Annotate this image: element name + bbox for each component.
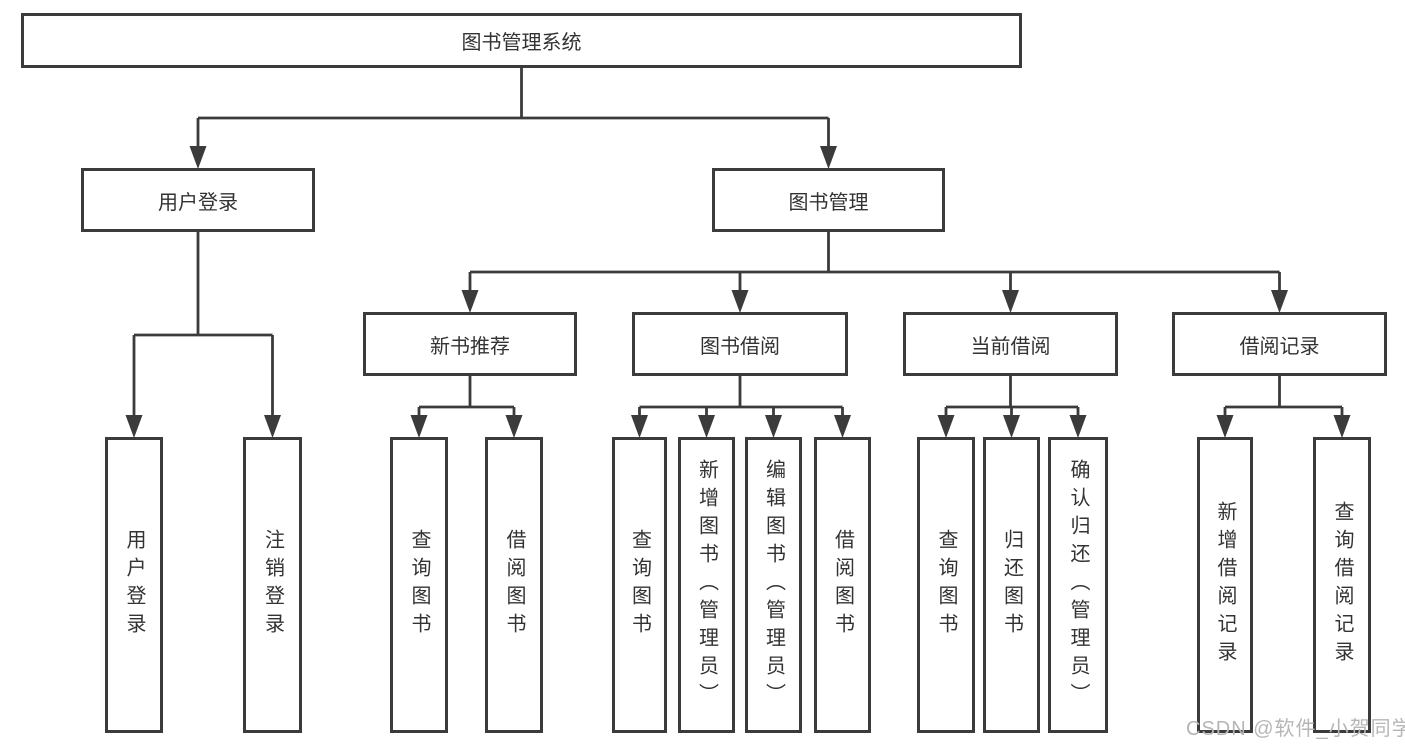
node-book-borrow: 图书借阅 bbox=[632, 312, 848, 376]
node-label-br-add: 新增借阅记录 bbox=[1214, 501, 1236, 669]
node-br-add: 新增借阅记录 bbox=[1197, 437, 1253, 733]
node-bb-edit: 编辑图书（管理员） bbox=[745, 437, 802, 733]
node-label-br-query: 查询借阅记录 bbox=[1331, 501, 1353, 669]
node-label-bb-edit: 编辑图书（管理员） bbox=[762, 459, 785, 711]
node-label-nb-query: 查询图书 bbox=[408, 529, 430, 641]
node-current-borrow: 当前借阅 bbox=[903, 312, 1118, 376]
node-label-book-borrow: 图书借阅 bbox=[700, 335, 780, 358]
node-user-login: 用户登录 bbox=[81, 168, 315, 232]
node-label-bb-add: 新增图书（管理员） bbox=[695, 459, 718, 711]
node-label-logout-op: 注销登录 bbox=[261, 529, 284, 641]
node-label-bb-borrow: 借阅图书 bbox=[831, 529, 854, 641]
node-bb-add: 新增图书（管理员） bbox=[678, 437, 735, 733]
node-cb-query: 查询图书 bbox=[917, 437, 975, 733]
node-book-mgmt: 图书管理 bbox=[712, 168, 945, 232]
node-label-cb-confirm: 确认归还（管理员） bbox=[1067, 459, 1089, 711]
node-bb-borrow: 借阅图书 bbox=[814, 437, 871, 733]
node-cb-return: 归还图书 bbox=[983, 437, 1040, 733]
node-label-nb-borrow: 借阅图书 bbox=[503, 529, 525, 641]
node-label-cb-return: 归还图书 bbox=[1000, 529, 1023, 641]
node-label-user-login-op: 用户登录 bbox=[123, 529, 145, 641]
node-label-root: 图书管理系统 bbox=[461, 32, 582, 54]
node-nb-query: 查询图书 bbox=[390, 437, 448, 733]
node-bb-query: 查询图书 bbox=[612, 437, 667, 733]
node-root: 图书管理系统 bbox=[21, 13, 1022, 68]
node-new-books: 新书推荐 bbox=[363, 312, 577, 376]
node-label-book-mgmt: 图书管理 bbox=[788, 191, 869, 214]
node-label-new-books: 新书推荐 bbox=[430, 335, 510, 358]
watermark: CSDN @软件_小贺同学 bbox=[1186, 718, 1405, 740]
node-label-user-login: 用户登录 bbox=[158, 191, 238, 214]
node-label-cb-query: 查询图书 bbox=[935, 529, 957, 641]
node-cb-confirm: 确认归还（管理员） bbox=[1048, 437, 1108, 733]
node-borrow-records: 借阅记录 bbox=[1172, 312, 1387, 376]
node-user-login-op: 用户登录 bbox=[105, 437, 163, 733]
node-label-current-borrow: 当前借阅 bbox=[970, 335, 1051, 358]
node-br-query: 查询借阅记录 bbox=[1313, 437, 1371, 733]
node-label-borrow-records: 借阅记录 bbox=[1239, 335, 1320, 358]
node-label-bb-query: 查询图书 bbox=[628, 529, 651, 641]
node-logout-op: 注销登录 bbox=[243, 437, 302, 733]
node-nb-borrow: 借阅图书 bbox=[485, 437, 543, 733]
